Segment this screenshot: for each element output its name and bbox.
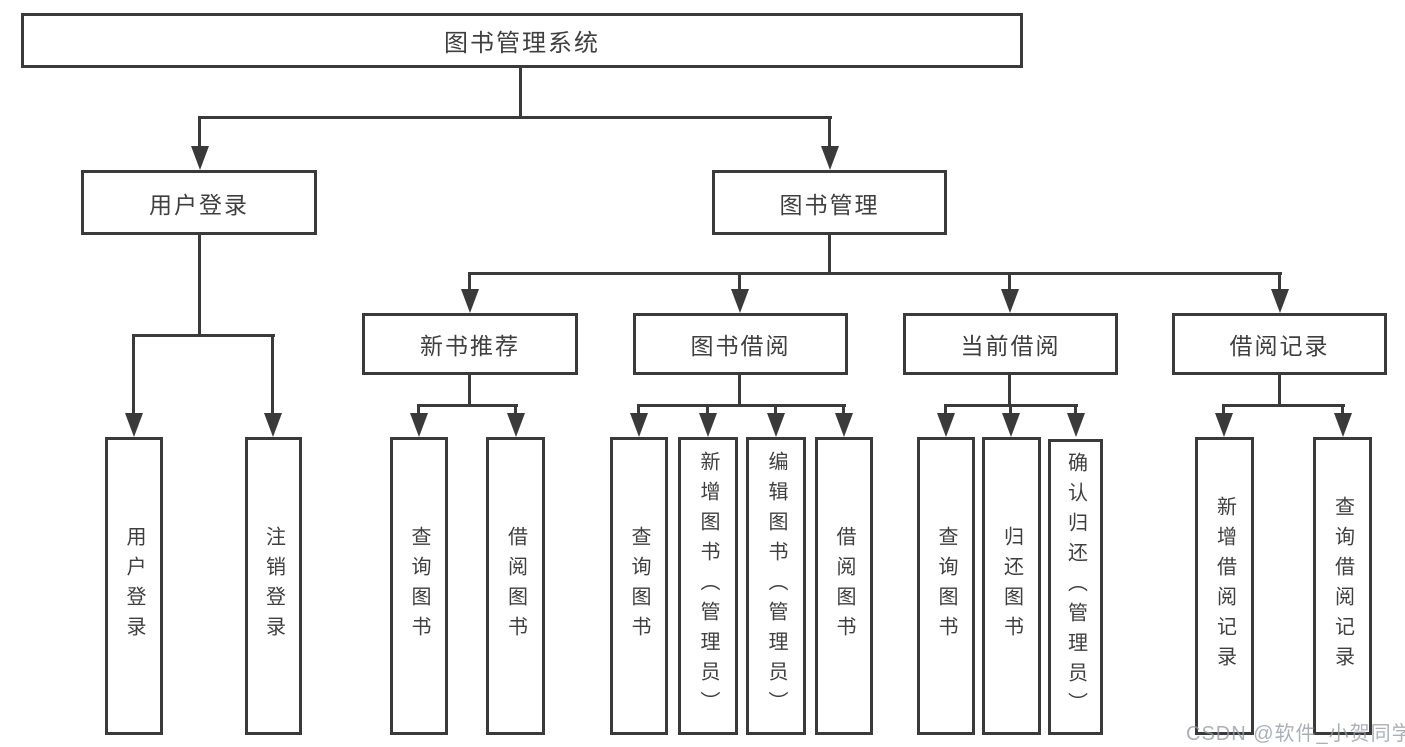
connector-line	[828, 116, 831, 152]
leaf-edit-books-admin: 编辑图书（管理员）	[746, 437, 806, 735]
leaf-query-books-borrowing: 查询图书	[610, 437, 668, 735]
node-borrowing-records: 借阅记录	[1172, 313, 1387, 375]
leaf-confirm-return-admin: 确认归还（管理员）	[1048, 439, 1103, 735]
connector-line	[1008, 272, 1011, 294]
connector-line	[417, 404, 420, 417]
connector-line	[468, 272, 1282, 275]
arrow-down-icon	[191, 146, 209, 170]
connector-line	[738, 272, 741, 294]
connector-line	[828, 233, 831, 275]
connector-line	[774, 404, 777, 417]
connector-line	[514, 404, 517, 417]
connector-line	[637, 404, 846, 407]
node-new-book-recommendation: 新书推荐	[362, 313, 578, 375]
connector-line	[1009, 404, 1012, 417]
connector-line	[198, 116, 201, 152]
watermark: CSDN @软件_小贺同学	[1186, 723, 1405, 745]
arrow-down-icon	[1334, 413, 1352, 437]
connector-line	[132, 334, 135, 417]
connector-line	[738, 375, 741, 407]
arrow-down-icon	[699, 413, 717, 437]
node-book-borrowing: 图书借阅	[633, 313, 848, 375]
arrow-down-icon	[1067, 413, 1085, 437]
arrow-down-icon	[264, 413, 282, 437]
arrow-down-icon	[125, 413, 143, 437]
arrow-down-icon	[1001, 289, 1019, 313]
arrow-down-icon	[410, 413, 428, 437]
connector-line	[1341, 404, 1344, 417]
arrow-down-icon	[461, 289, 479, 313]
connector-line	[1074, 404, 1077, 417]
connector-line	[417, 404, 518, 407]
connector-line	[1222, 404, 1345, 407]
leaf-user-login: 用户登录	[105, 437, 163, 735]
leaf-query-borrow-record: 查询借阅记录	[1313, 437, 1372, 735]
leaf-query-books-current: 查询图书	[917, 437, 975, 735]
leaf-logout: 注销登录	[245, 437, 302, 735]
node-current-borrowing: 当前借阅	[903, 313, 1118, 375]
connector-line	[132, 334, 275, 337]
connector-line	[637, 404, 640, 417]
arrow-down-icon	[630, 413, 648, 437]
connector-line	[1278, 272, 1281, 294]
connector-line	[842, 404, 845, 417]
node-user-login: 用户登录	[81, 170, 317, 235]
arrow-down-icon	[835, 413, 853, 437]
leaf-query-books-recommend: 查询图书	[390, 437, 448, 735]
arrow-down-icon	[937, 413, 955, 437]
connector-line	[944, 404, 947, 417]
arrow-down-icon	[507, 413, 525, 437]
connector-line	[198, 235, 201, 337]
connector-line	[1008, 375, 1011, 407]
leaf-borrow-books-recommend: 借阅图书	[486, 437, 545, 735]
connector-line	[1222, 404, 1225, 417]
leaf-borrow-books-borrowing: 借阅图书	[815, 437, 873, 735]
node-book-management: 图书管理	[712, 170, 947, 235]
arrow-down-icon	[1271, 289, 1289, 313]
connector-line	[1278, 375, 1281, 407]
connector-line	[706, 404, 709, 417]
arrow-down-icon	[731, 289, 749, 313]
leaf-add-borrow-record: 新增借阅记录	[1195, 437, 1254, 735]
connector-line	[468, 272, 471, 294]
arrow-down-icon	[1215, 413, 1233, 437]
connector-line	[468, 375, 471, 407]
leaf-return-books: 归还图书	[982, 437, 1041, 735]
arrow-down-icon	[1002, 413, 1020, 437]
arrow-down-icon	[767, 413, 785, 437]
leaf-add-books-admin: 新增图书（管理员）	[678, 437, 738, 735]
node-library-management-system: 图书管理系统	[21, 13, 1023, 68]
connector-line	[271, 334, 274, 417]
connector-line	[198, 116, 832, 119]
arrow-down-icon	[821, 146, 839, 170]
connector-line	[519, 68, 522, 118]
